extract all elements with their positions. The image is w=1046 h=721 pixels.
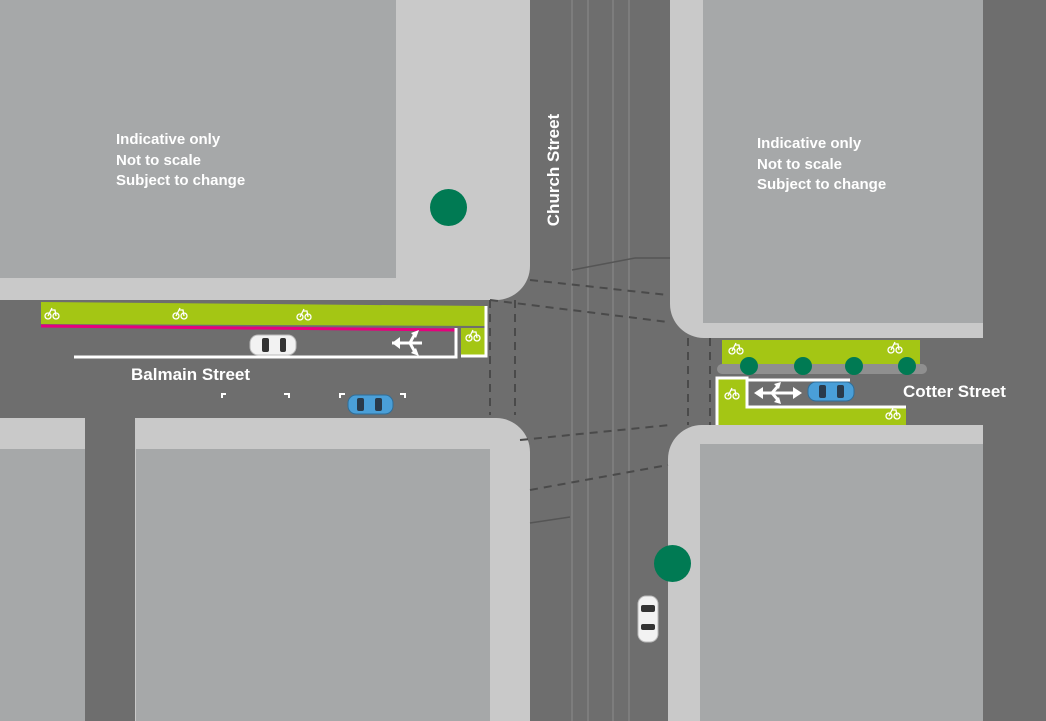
bicycle-icon	[172, 307, 188, 320]
note-line: Not to scale	[116, 151, 202, 169]
disclaimer-note-right: Indicative only Not to scale Subject to …	[757, 134, 886, 196]
car-icon	[637, 595, 659, 643]
lane-arrow-icon	[392, 330, 422, 356]
balmain-bike-lane	[40, 302, 488, 359]
lane-arrow-icon	[754, 382, 802, 404]
car-icon	[807, 381, 855, 402]
intersection-dash-lines	[489, 279, 711, 491]
note-line: Indicative only	[116, 131, 221, 148]
building-sw-b	[136, 449, 490, 721]
note-line: Not to scale	[757, 155, 843, 173]
bicycle-icon	[728, 342, 744, 355]
tram-tracks	[571, 0, 630, 721]
parking-marks	[221, 393, 406, 398]
east-road-strip	[983, 0, 1046, 721]
bicycle-icon	[887, 341, 903, 354]
note-line: Subject to change	[757, 176, 887, 193]
bicycle-icon	[296, 308, 312, 321]
car-icon	[249, 334, 297, 356]
street-label-cotter: Cotter Street	[903, 382, 1006, 401]
bicycle-icon	[465, 329, 481, 342]
tree-icon	[794, 357, 812, 375]
bicycle-icon	[44, 307, 60, 320]
note-line: Indicative only	[757, 135, 862, 152]
note-line: Subject to change	[116, 172, 246, 189]
laneway-sw	[85, 418, 135, 721]
disclaimer-note-left: Indicative only Not to scale Subject to …	[116, 130, 245, 192]
building-ne	[703, 0, 983, 323]
tree-icon	[740, 357, 758, 375]
car-icon	[347, 394, 394, 415]
bicycle-icon	[724, 387, 740, 400]
building-sw-a	[0, 449, 85, 721]
building-nw	[0, 0, 396, 278]
tree-icon	[898, 357, 916, 375]
bicycle-icon	[885, 407, 901, 420]
street-label-church: Church Street	[544, 113, 563, 227]
bike-icons	[44, 307, 903, 420]
tree-icon	[430, 189, 467, 226]
tree-icon	[654, 545, 691, 582]
tree-icon	[845, 357, 863, 375]
building-se	[700, 444, 983, 721]
street-label-balmain: Balmain Street	[131, 365, 251, 384]
